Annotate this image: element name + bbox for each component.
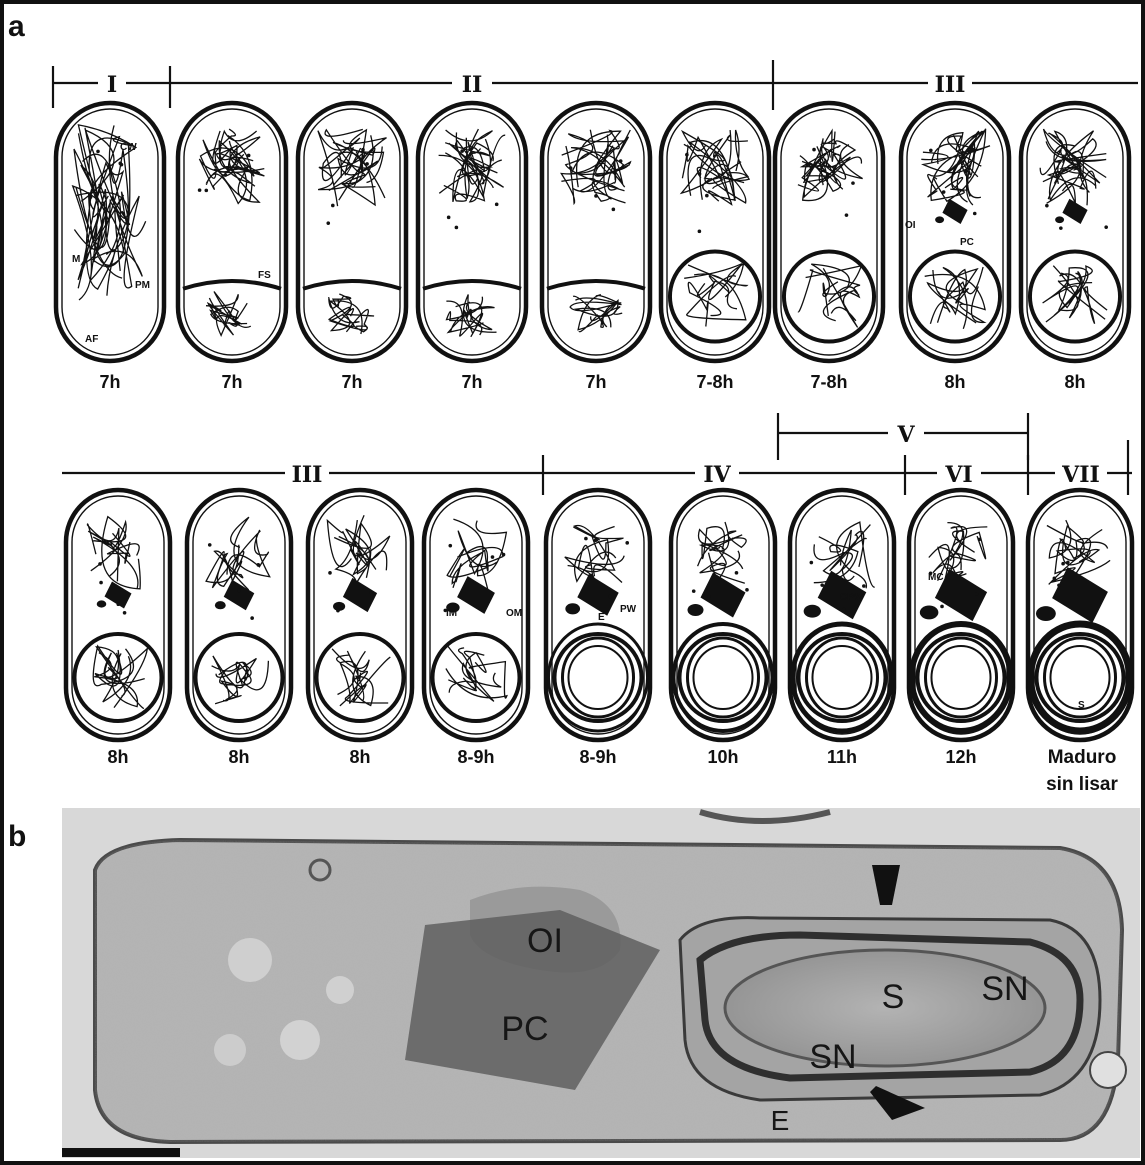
stage-label: I	[107, 72, 117, 98]
stage-label: VI	[944, 462, 972, 488]
stage-label: IV	[703, 462, 731, 488]
label-oi: OI	[905, 220, 916, 231]
cell-drawing	[178, 103, 286, 361]
time-label: 8-9h	[558, 747, 638, 768]
time-label: 12h	[921, 747, 1001, 768]
mature-label-line2: sin lisar	[1012, 771, 1145, 798]
label-cw: CW	[120, 142, 137, 153]
time-label: 7h	[192, 372, 272, 393]
mature-unlysed-label: Maduro sin lisar	[1012, 744, 1145, 798]
label-pm: PM	[135, 280, 150, 291]
time-label: 7h	[556, 372, 636, 393]
time-label: 7h	[70, 372, 150, 393]
micro-label-oi: OI	[527, 922, 563, 960]
mature-label-line1: Maduro	[1012, 744, 1145, 771]
time-label: 7h	[432, 372, 512, 393]
cell-drawing	[308, 490, 412, 740]
panel-b-micrograph: OI PC S SN SN E	[62, 808, 1140, 1158]
cell-drawing	[775, 103, 883, 361]
time-label: 7-8h	[675, 372, 755, 393]
micro-label-sn: SN	[981, 970, 1028, 1008]
label-pw: PW	[620, 604, 637, 615]
label-fs: FS	[258, 270, 271, 281]
label-af: AF	[85, 334, 98, 345]
label-cpw: CPW	[840, 592, 864, 603]
row1-cells	[56, 103, 1129, 361]
label-im: IM	[446, 608, 457, 619]
cell-drawing	[909, 490, 1013, 740]
stage-label: III	[292, 462, 323, 488]
cell-drawing	[56, 103, 164, 361]
stage-label: V	[896, 422, 915, 448]
time-label: 8h	[78, 747, 158, 768]
label-s: S	[1078, 700, 1085, 711]
time-label: 8h	[320, 747, 400, 768]
cell-drawing	[671, 490, 775, 740]
micro-label-s: S	[882, 978, 905, 1016]
label-m: M	[72, 254, 80, 265]
time-label: 8h	[199, 747, 279, 768]
label-om: OM	[506, 608, 522, 619]
stage-label: III	[935, 72, 966, 98]
stage-label: VII	[1061, 462, 1100, 488]
cell-drawing	[298, 103, 406, 361]
micro-label-sn: SN	[809, 1038, 856, 1076]
time-label: 8-9h	[436, 747, 516, 768]
cell-drawing	[187, 490, 291, 740]
cell-drawing	[661, 103, 769, 361]
row2-stage-labels: III IV V VI VII	[285, 420, 1107, 488]
cell-drawing	[901, 103, 1009, 361]
label-pc: PC	[960, 237, 974, 248]
time-label: 11h	[802, 747, 882, 768]
cell-drawing	[66, 490, 170, 740]
cell-drawing	[790, 490, 894, 740]
cell-drawing	[418, 103, 526, 361]
time-label: 8h	[1035, 372, 1115, 393]
micro-label-pc: PC	[501, 1010, 548, 1048]
label-mc: MC	[928, 572, 944, 583]
micro-label-e: E	[771, 1105, 790, 1136]
cell-drawing	[542, 103, 650, 361]
cell-drawing	[1021, 103, 1129, 361]
time-label: 7h	[312, 372, 392, 393]
time-label: 7-8h	[789, 372, 869, 393]
time-label: 10h	[683, 747, 763, 768]
label-e: E	[598, 612, 605, 623]
time-label: 8h	[915, 372, 995, 393]
stage-label: II	[462, 72, 483, 98]
